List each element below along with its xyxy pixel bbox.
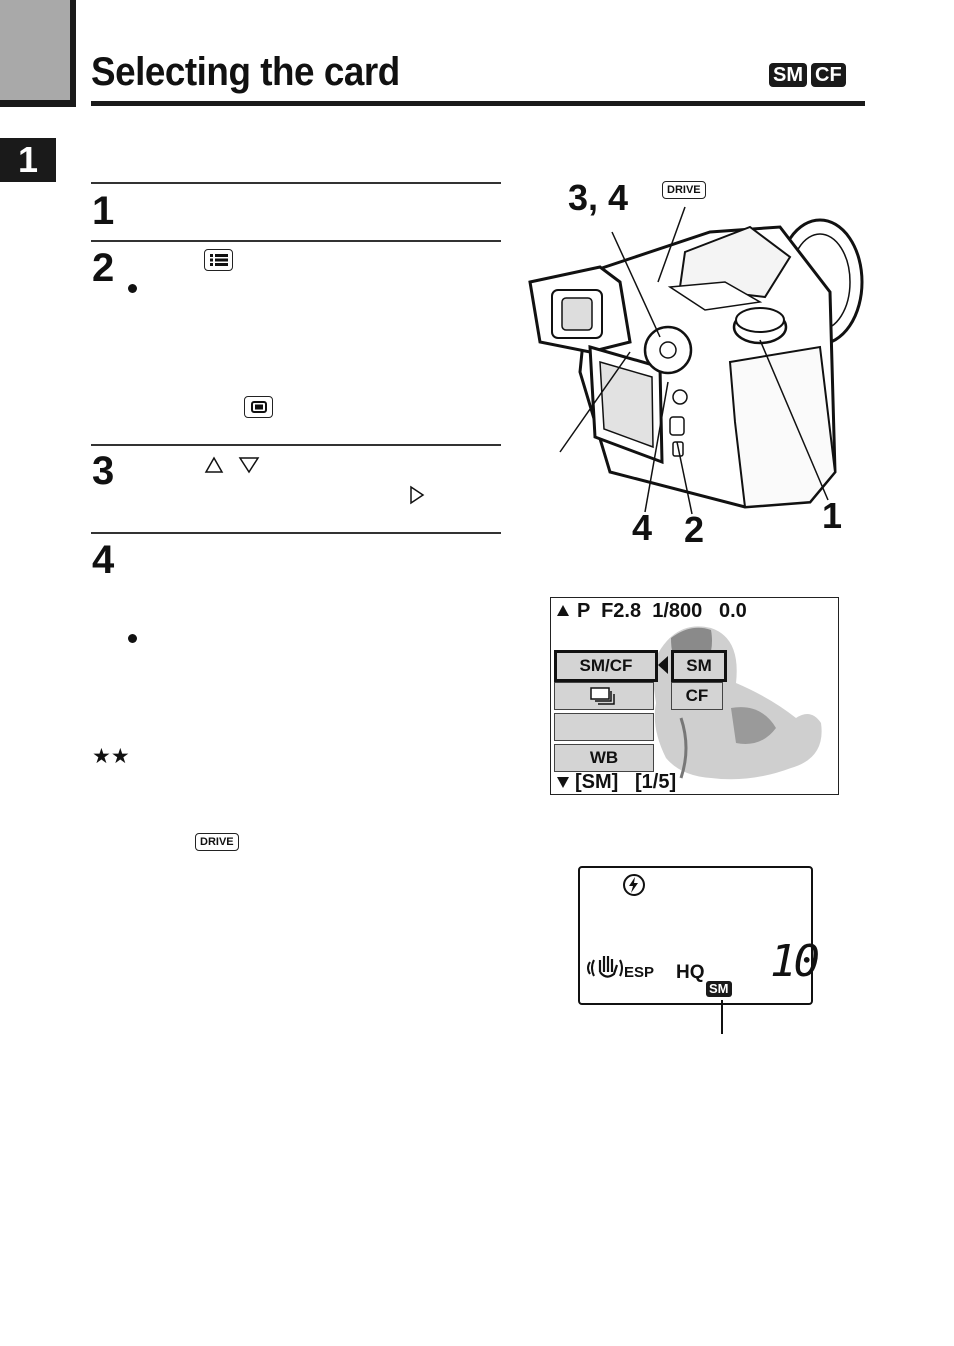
callout-step-2: 2	[684, 509, 705, 550]
tab-wb[interactable]: WB	[554, 744, 654, 772]
menu-button-icon	[204, 249, 233, 271]
option-sm[interactable]: SM	[671, 650, 727, 682]
down-triangle-icon	[557, 777, 569, 788]
page-corner-tab	[0, 0, 70, 100]
step-divider	[91, 240, 501, 242]
sm-badge: SM	[769, 63, 807, 87]
flash-off-icon	[623, 874, 645, 896]
step-divider	[91, 182, 501, 184]
camera-shake-icon	[587, 956, 623, 978]
rating-stars: ★★	[92, 745, 130, 768]
option-cf[interactable]: CF	[671, 682, 723, 710]
frame-count: 10	[770, 936, 820, 987]
page-corner-rule	[70, 0, 76, 107]
tab-blank[interactable]	[554, 713, 654, 741]
left-pointer-icon	[658, 656, 668, 674]
up-triangle-icon	[557, 605, 569, 616]
tab-card[interactable]: SM/CF	[554, 650, 658, 682]
up-down-arrow-icons	[204, 456, 260, 474]
drive-button-icon: DRIVE	[195, 833, 239, 851]
control-panel-lcd: ESP HQ 10 SM	[578, 866, 820, 1005]
right-arrow-icon	[410, 485, 425, 505]
menu-screen: P F2.8 1/800 0.0 SM/CF SM CF WB [SM] [1/…	[550, 597, 839, 795]
bullet	[128, 634, 137, 643]
cf-badge: CF	[811, 63, 846, 87]
callout-steps-3-4: 3, 4	[568, 177, 629, 218]
page-corner-rule-base	[0, 100, 76, 107]
sequential-shooting-icon	[590, 687, 615, 705]
step-number: 4	[92, 538, 115, 582]
callout-step-1: 1	[822, 495, 843, 536]
exposure-readout: P F2.8 1/800 0.0	[577, 600, 747, 622]
step-divider	[91, 532, 501, 534]
title-rule	[91, 101, 865, 106]
card-badges: SM CF	[769, 63, 846, 87]
card-indicator-leader	[721, 1000, 723, 1034]
step-number: 2	[92, 246, 115, 290]
tab-drive[interactable]	[554, 682, 654, 710]
drive-button-label: DRIVE	[662, 181, 706, 199]
chapter-tab: 1	[0, 138, 56, 182]
step-number: 3	[92, 449, 115, 493]
page-title: Selecting the card	[91, 50, 400, 94]
sm-card-indicator: SM	[706, 981, 732, 997]
callout-step-4: 4	[632, 507, 653, 548]
camera-illustration	[528, 206, 864, 515]
monitor-button-icon	[244, 396, 273, 418]
bullet	[128, 284, 137, 293]
page-indicator: [SM] [1/5]	[575, 771, 677, 793]
esp-label: ESP	[624, 964, 655, 981]
step-divider	[91, 444, 501, 446]
step-number: 1	[92, 189, 115, 233]
quality-label: HQ	[676, 962, 705, 983]
